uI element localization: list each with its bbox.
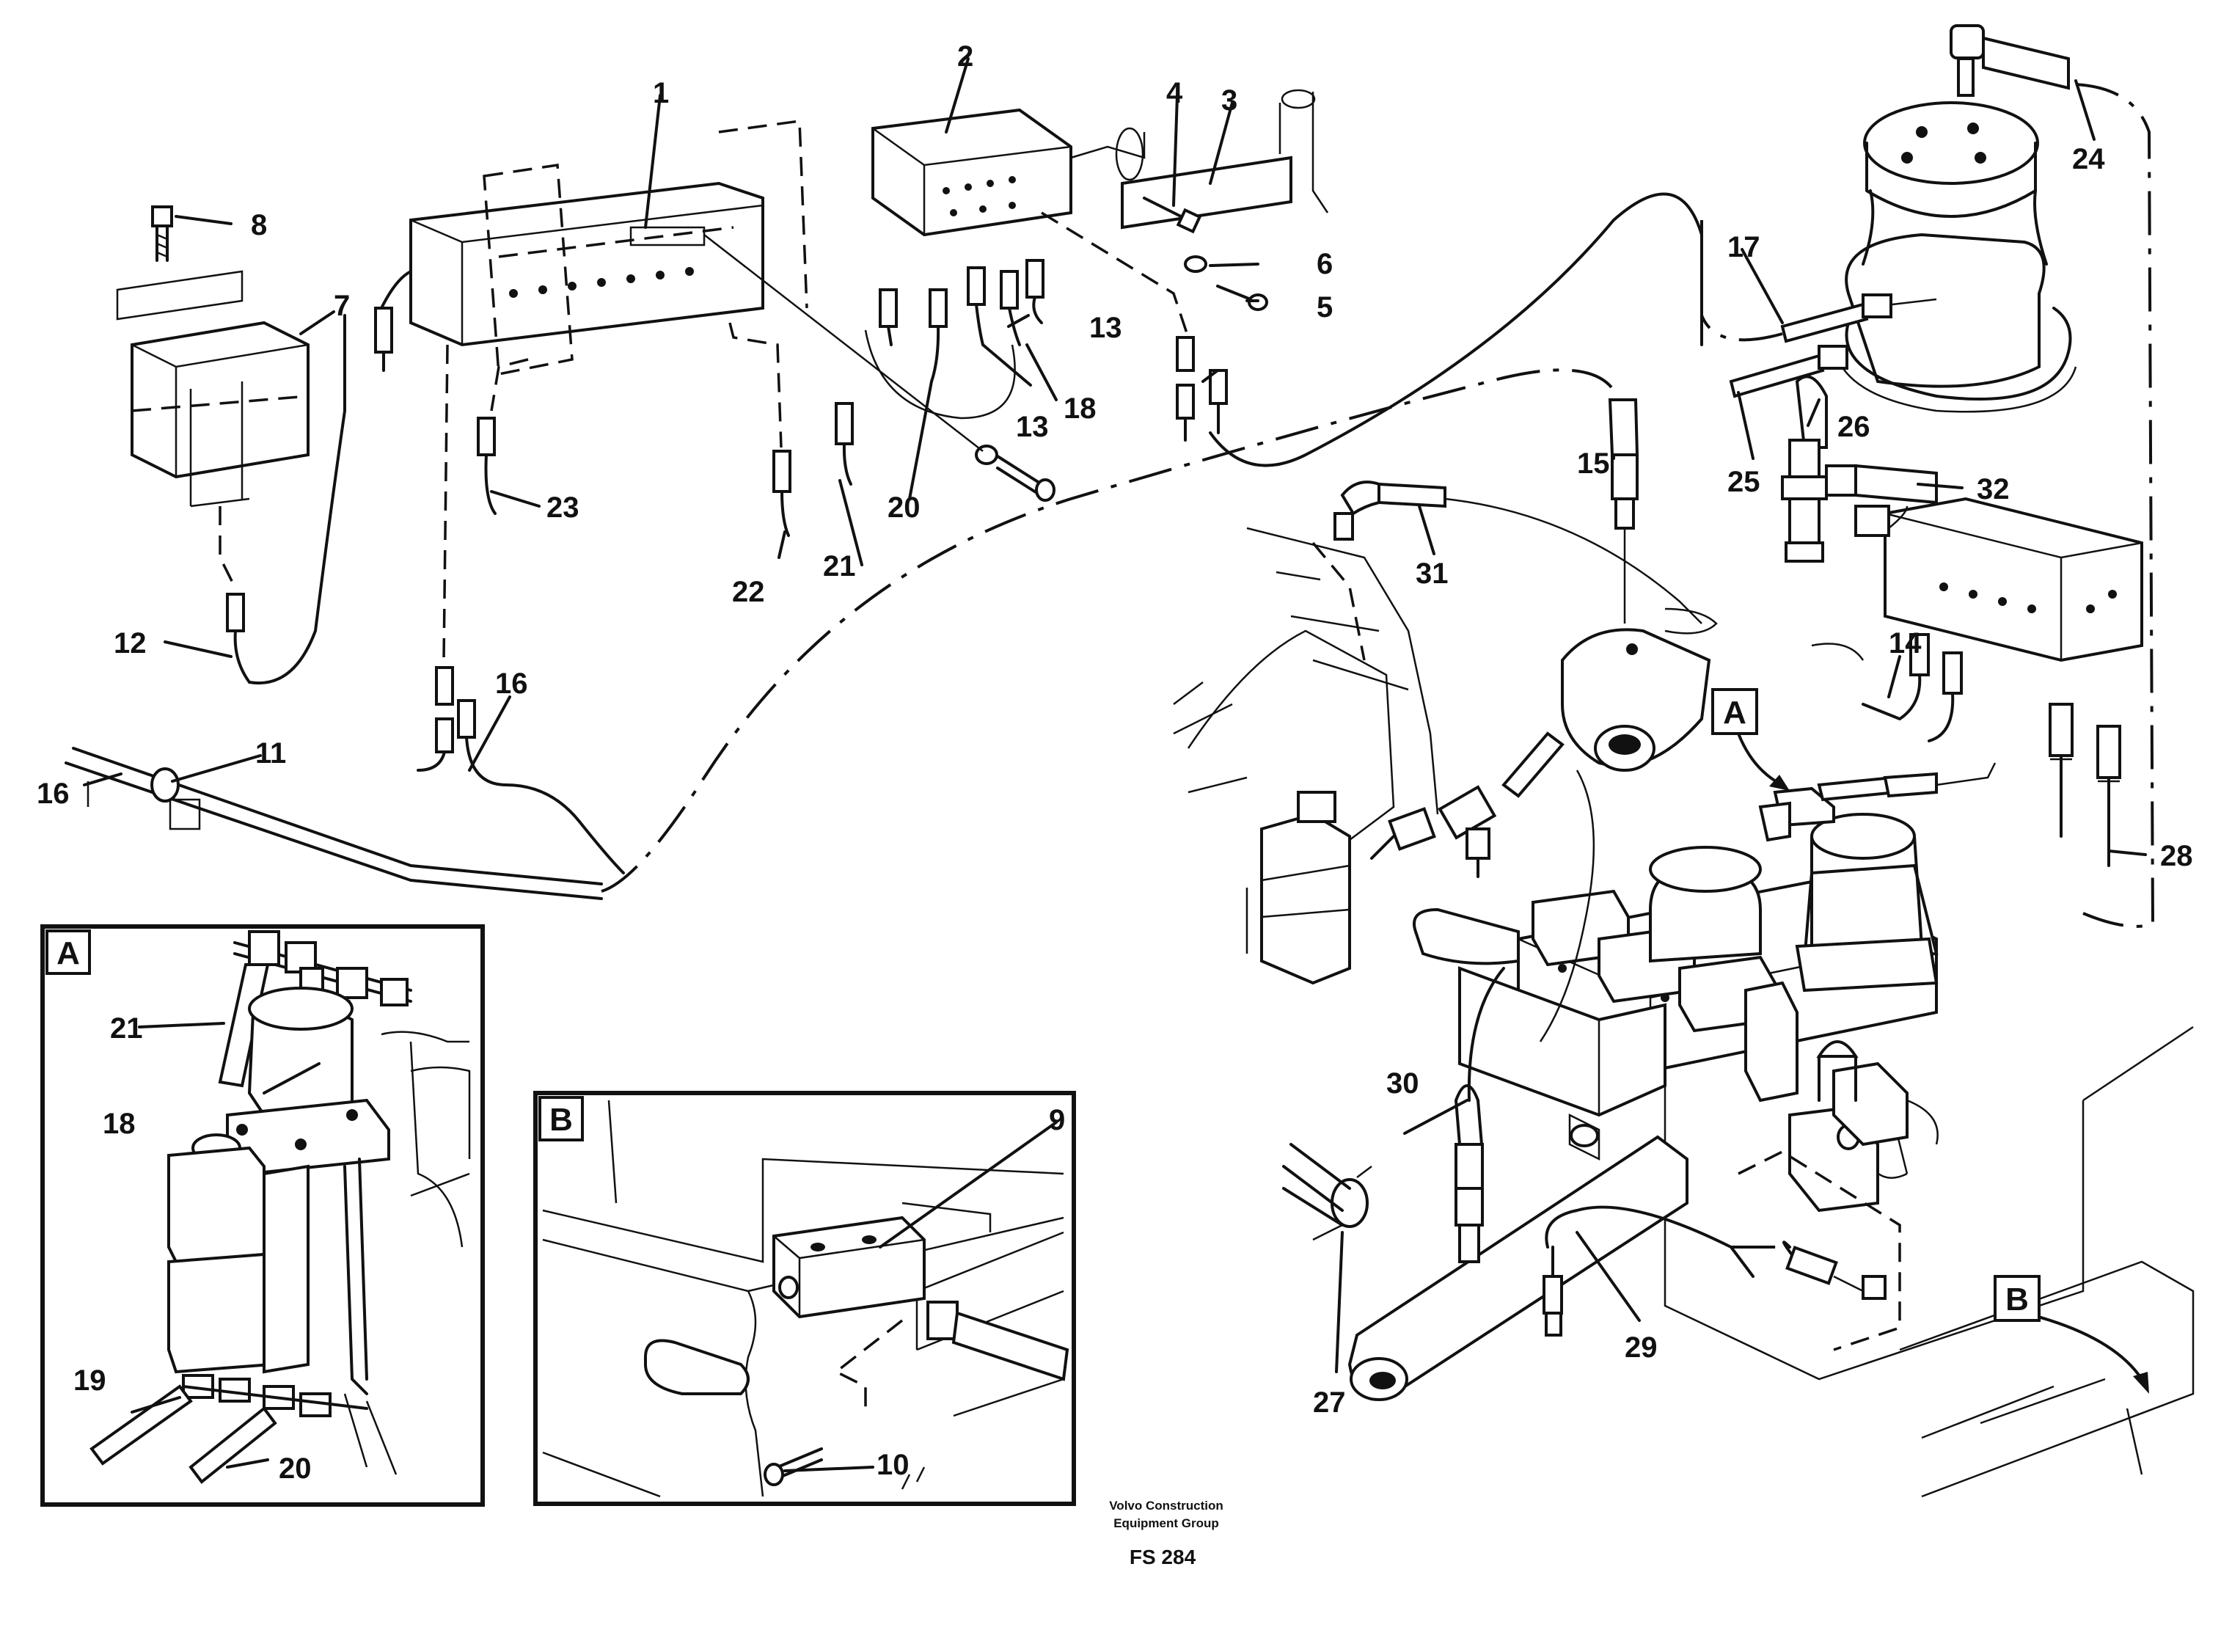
beam-bottom-right [1899,1260,2195,1498]
bolt-8 [151,205,173,262]
hose-group-13-18-20 [864,259,1044,420]
callout-labels: 1 2 3 4 5 6 7 8 9 10 11 12 13 13 14 15 1… [37,40,2193,1485]
callout-11: 11 [255,737,286,770]
hose-29 [1543,1205,1887,1337]
callout-32: 32 [1977,473,2010,505]
credit-line-1: Volvo Construction [1109,1499,1223,1513]
valve-block-1 [409,120,808,376]
callout-8: 8 [251,209,267,241]
callout-22: 22 [732,576,765,608]
hose-16-right [417,344,625,874]
hose-16-left-and-clamp-11 [65,747,603,900]
view-arrow-b [2023,1312,2149,1394]
leader-lines [83,57,2147,1472]
view-label-b-inset: B [549,1102,573,1138]
callout-15: 15 [1577,447,1610,480]
lower-housing [1664,1026,2194,1381]
hose-17 [1700,220,1937,343]
callout-12: 12 [114,627,147,659]
hose-24 [1950,24,2155,928]
callout-20a: 20 [888,491,921,524]
callout-30: 30 [1386,1067,1419,1100]
pin-with-washer [703,234,1055,502]
hose-26-32-tee [1781,375,1938,563]
distribution-block-right [1854,497,2143,662]
callout-16a: 16 [37,778,70,810]
callout-14: 14 [1889,627,1922,659]
hose-31 [1333,480,1702,624]
bolt-4 [1143,197,1202,234]
hose-21 [835,402,854,486]
hose-14 [1811,633,1963,742]
centerline-long [601,368,1622,893]
view-arrow-a [1737,732,1790,791]
view-label-boxes: A B A B [56,688,2041,1322]
machine-frame [1173,527,1439,985]
callout-21b: 21 [110,1012,143,1045]
callout-5: 5 [1317,291,1333,324]
fittings-right-of-block [1041,211,1228,442]
credit-line-2: Equipment Group [1113,1516,1219,1530]
callout-1: 1 [653,77,669,109]
hose-30 [1454,967,1505,1263]
credit-block: Volvo Construction Equipment Group FS 28… [1109,1499,1223,1568]
callout-3: 3 [1221,84,1237,117]
main-valve-assembly [1413,762,1997,1117]
pipe-link [1539,770,1595,1042]
bolt-5 [1216,285,1268,311]
callout-29: 29 [1625,1331,1658,1364]
callout-13a: 13 [1089,312,1122,344]
figure-code: FS 284 [1130,1546,1196,1568]
callout-4: 4 [1166,77,1183,109]
hose-25 [1729,345,1848,398]
inset-a [40,924,485,1507]
callout-24: 24 [2072,143,2105,175]
hose-22 [728,322,791,537]
lower-tube [1347,1113,1688,1401]
callout-19: 19 [73,1364,106,1397]
callout-6: 6 [1317,248,1333,280]
callout-13b: 13 [1016,411,1049,443]
callout-16b: 16 [495,668,528,700]
hose-27 [1282,1143,1372,1241]
callout-23: 23 [546,491,579,524]
bracket-7 [116,270,310,508]
callout-25: 25 [1727,466,1760,498]
callout-17: 17 [1727,231,1760,263]
callout-18b: 18 [103,1108,136,1140]
hose-23 [477,358,529,515]
hose-loop-to-15 [1209,192,1703,467]
swing-motor [1832,101,2077,413]
callout-31: 31 [1416,558,1449,590]
callout-7: 7 [334,290,350,322]
callout-28: 28 [2160,840,2193,872]
fittings-center [1370,731,1565,878]
inset-b [533,1091,1076,1506]
tube-block [1561,607,1718,772]
washer-6 [1184,255,1207,273]
hose-28 [2049,703,2121,867]
callout-26: 26 [1837,411,1870,443]
view-label-a-main: A [1723,695,1746,731]
callout-20b: 20 [279,1452,312,1485]
callout-18a: 18 [1064,392,1097,425]
callout-21a: 21 [823,550,856,582]
view-label-b-main: B [2005,1282,2029,1317]
hose-15 [1608,398,1639,624]
view-label-a-inset: A [56,935,80,971]
block-2 [871,108,1146,237]
plate-3 [1121,89,1329,230]
callout-10: 10 [877,1449,910,1481]
callout-2: 2 [957,40,973,73]
hose-12 [219,270,411,685]
callout-27: 27 [1313,1386,1346,1419]
callout-9: 9 [1049,1104,1065,1136]
